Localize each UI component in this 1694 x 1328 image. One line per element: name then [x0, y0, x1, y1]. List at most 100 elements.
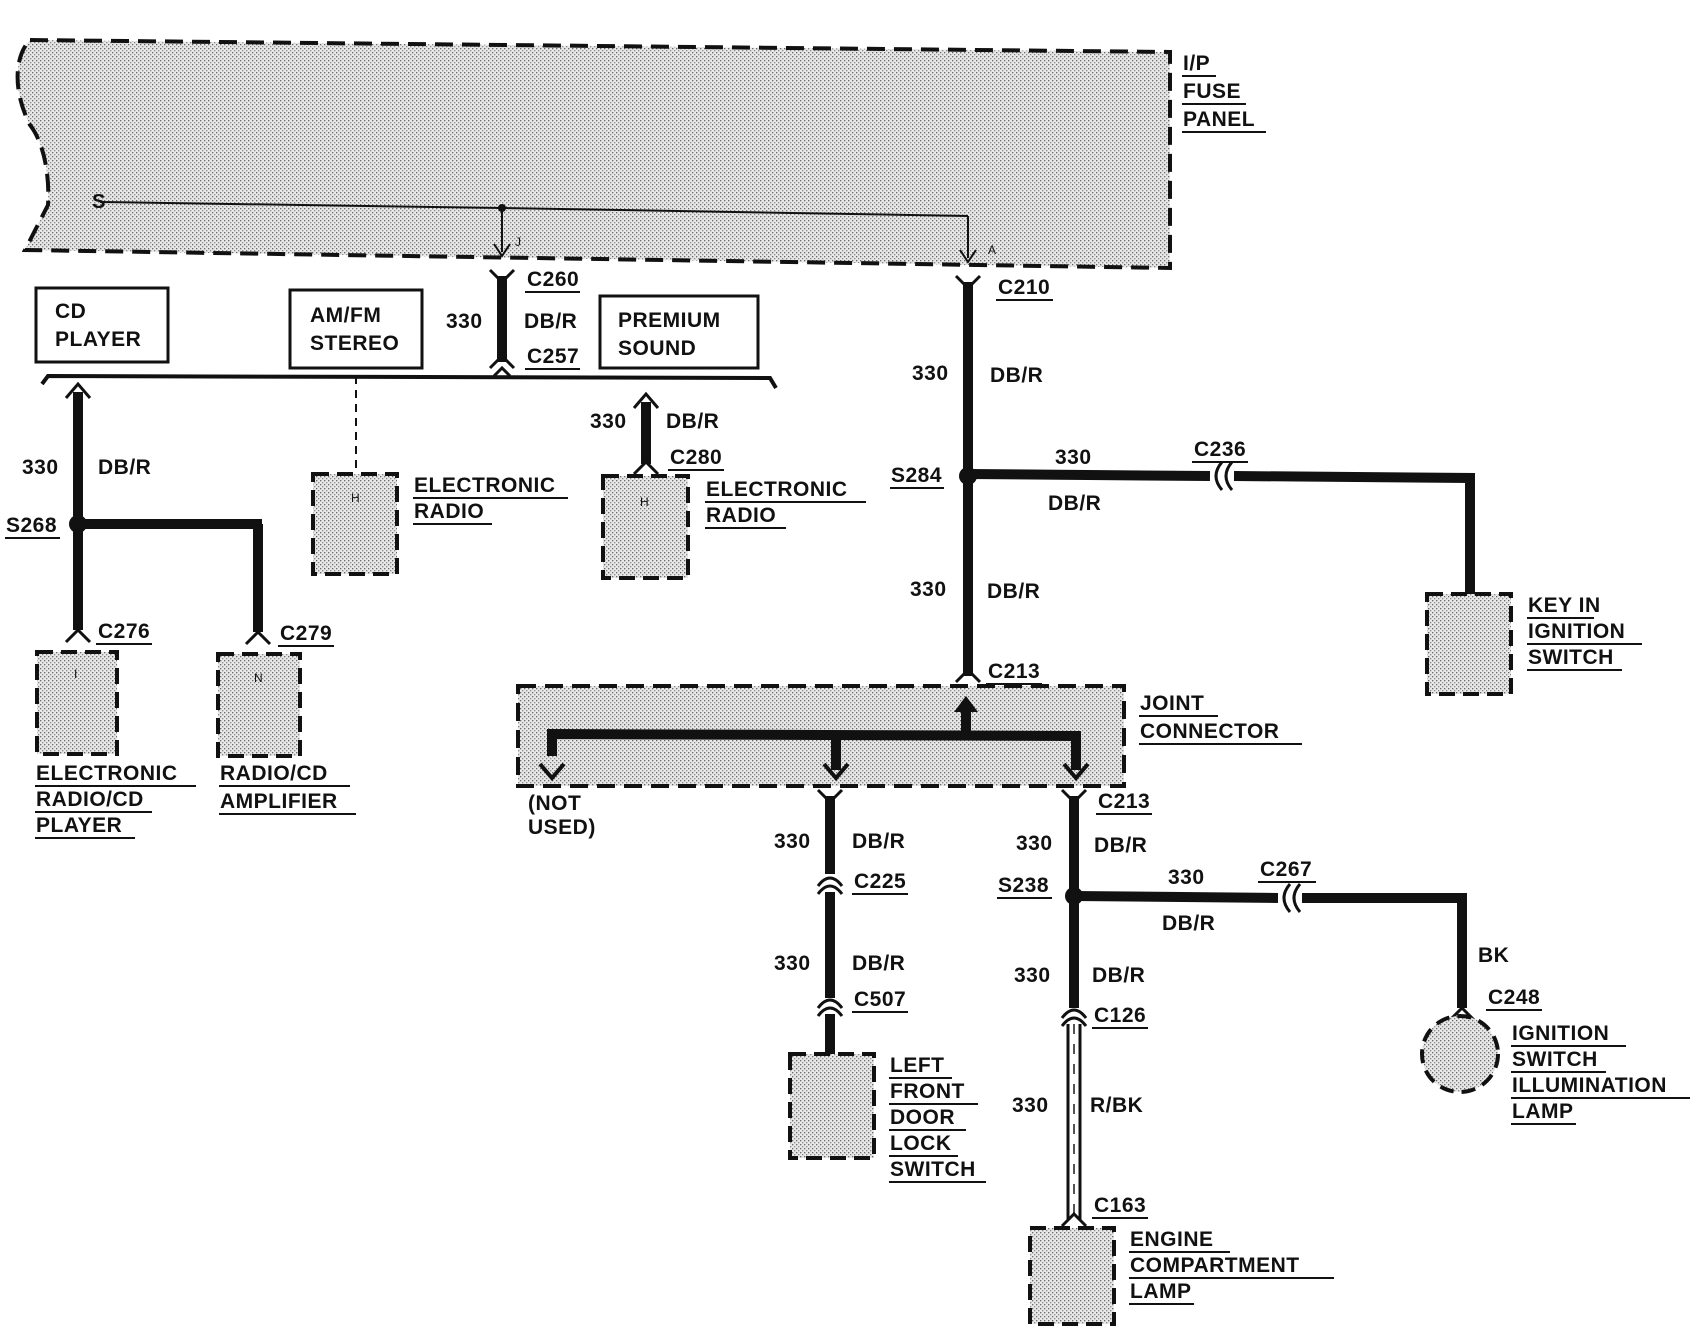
connector-c163: C163: [1094, 1194, 1146, 1217]
wire-circuit-label: 330: [910, 578, 947, 601]
cd-player-box: CD PLAYER: [34, 286, 170, 364]
svg-text:IGNITION: IGNITION: [1512, 1022, 1609, 1045]
electronic-radio-cd-player: I ELECTRONIC RADIO/CD PLAYER: [35, 650, 196, 839]
svg-text:RADIO: RADIO: [706, 504, 776, 527]
wire-circuit-label: 330: [774, 952, 811, 975]
svg-text:JOINT: JOINT: [1140, 692, 1204, 715]
wire-c260-c257: [488, 268, 516, 370]
svg-text:DOOR: DOOR: [890, 1106, 955, 1129]
wire-color-label: DB/R: [852, 952, 905, 975]
wire-color-label: DB/R: [990, 364, 1043, 387]
splice-s284: S284: [891, 464, 942, 487]
connector-c126: C126: [1094, 1004, 1146, 1027]
splice-s238: S238: [998, 874, 1049, 897]
connector-c507: C507: [854, 988, 906, 1011]
connector-c260: C260: [527, 268, 579, 291]
wire-lamp-branch: [1060, 788, 1476, 1228]
svg-text:ELECTRONIC: ELECTRONIC: [706, 478, 848, 501]
connector-c257: C257: [527, 345, 579, 368]
connector-c248: C248: [1488, 986, 1540, 1009]
wire-color-label: DB/R: [98, 456, 151, 479]
svg-text:COMPARTMENT: COMPARTMENT: [1130, 1254, 1300, 1277]
wire-circuit-label: 330: [1168, 866, 1205, 889]
wire-circuit-label: 330: [446, 310, 483, 333]
fuse-pin-s: S: [92, 191, 105, 213]
connector-c267: C267: [1260, 858, 1312, 881]
electronic-radio-amfm: H ELECTRONIC RADIO: [311, 472, 568, 576]
wire-color-label: DB/R: [852, 830, 905, 853]
left-front-door-lock-switch: LEFT FRONT DOOR LOCK SWITCH: [788, 1052, 986, 1183]
connector-c279: C279: [280, 622, 332, 645]
connector-c225: C225: [854, 870, 906, 893]
connector-c236: C236: [1194, 438, 1246, 461]
svg-text:H: H: [640, 495, 649, 509]
wire-circuit-label: 330: [1055, 446, 1092, 469]
svg-text:ELECTRONIC: ELECTRONIC: [414, 474, 556, 497]
wire-color-rbk: R/BK: [1090, 1094, 1143, 1117]
wire-circuit-label: 330: [590, 410, 627, 433]
wire-color-label: DB/R: [524, 310, 577, 333]
connector-c276: C276: [98, 620, 150, 643]
key-in-ignition-switch: KEY IN IGNITION SWITCH: [1425, 592, 1642, 696]
wire-cd-branch: [64, 381, 272, 646]
fuse-panel: S J A: [15, 37, 1172, 271]
wire-circuit-label: 330: [1016, 832, 1053, 855]
wire-circuit-label: 330: [1012, 1094, 1049, 1117]
premium-sound-box: PREMIUM SOUND: [598, 294, 760, 370]
wire-circuit-label: 330: [22, 456, 59, 479]
svg-text:PLAYER: PLAYER: [55, 328, 141, 351]
wire-color-label: DB/R: [1048, 492, 1101, 515]
fuse-pin-j: J: [515, 235, 521, 249]
connector-c280: C280: [670, 446, 722, 469]
svg-text:FUSE: FUSE: [1183, 80, 1241, 103]
svg-text:I: I: [74, 667, 77, 681]
not-used-label: (NOT USED): [528, 792, 596, 839]
connector-c210: C210: [998, 276, 1050, 299]
wire-color-bk: BK: [1478, 944, 1509, 967]
svg-text:LEFT: LEFT: [890, 1054, 945, 1077]
wire-main-trunk: [954, 274, 1475, 684]
wire-color-label: DB/R: [987, 580, 1040, 603]
svg-text:ENGINE: ENGINE: [1130, 1228, 1214, 1251]
electronic-radio-premium: H ELECTRONIC RADIO: [601, 474, 866, 580]
svg-text:FRONT: FRONT: [890, 1080, 965, 1103]
radio-cd-amplifier: N RADIO/CD AMPLIFIER: [216, 652, 356, 815]
fuse-panel-label: I/P FUSE PANEL: [1182, 52, 1266, 133]
fuse-pin-a: A: [988, 243, 996, 257]
svg-text:PLAYER: PLAYER: [36, 814, 122, 837]
svg-text:H: H: [351, 491, 360, 505]
svg-text:USED): USED): [528, 816, 596, 839]
svg-text:STEREO: STEREO: [310, 332, 399, 355]
svg-text:I/P: I/P: [1183, 52, 1210, 75]
engine-compartment-lamp: ENGINE COMPARTMENT LAMP: [1028, 1226, 1334, 1326]
wire-color-label: DB/R: [1094, 834, 1147, 857]
svg-text:LAMP: LAMP: [1130, 1280, 1192, 1303]
wire-premium-branch: [632, 391, 660, 476]
radio-options-bracket: [40, 365, 778, 475]
svg-text:PREMIUM: PREMIUM: [618, 309, 721, 332]
svg-text:SOUND: SOUND: [618, 337, 696, 360]
wire-color-label: DB/R: [1092, 964, 1145, 987]
amfm-stereo-box: AM/FM STEREO: [288, 288, 424, 370]
svg-text:N: N: [254, 671, 263, 685]
svg-text:CONNECTOR: CONNECTOR: [1140, 720, 1279, 743]
svg-text:IGNITION: IGNITION: [1528, 620, 1625, 643]
svg-text:PANEL: PANEL: [1183, 108, 1255, 131]
svg-text:RADIO/CD: RADIO/CD: [36, 788, 144, 811]
splice-s268: S268: [6, 514, 57, 537]
svg-text:SWITCH: SWITCH: [1512, 1048, 1598, 1071]
wire-color-label: DB/R: [666, 410, 719, 433]
svg-text:LOCK: LOCK: [890, 1132, 952, 1155]
connector-c213-top: C213: [988, 660, 1040, 683]
svg-text:LAMP: LAMP: [1512, 1100, 1574, 1123]
ignition-switch-illumination-lamp: IGNITION SWITCH ILLUMINATION LAMP: [1420, 1014, 1690, 1125]
svg-text:CD: CD: [55, 300, 86, 323]
joint-connector: JOINT CONNECTOR: [516, 684, 1302, 788]
svg-text:RADIO: RADIO: [414, 500, 484, 523]
svg-text:ELECTRONIC: ELECTRONIC: [36, 762, 178, 785]
wire-circuit-label: 330: [912, 362, 949, 385]
svg-text:(NOT: (NOT: [528, 792, 581, 815]
wire-color-label: DB/R: [1162, 912, 1215, 935]
wire-circuit-label: 330: [1014, 964, 1051, 987]
